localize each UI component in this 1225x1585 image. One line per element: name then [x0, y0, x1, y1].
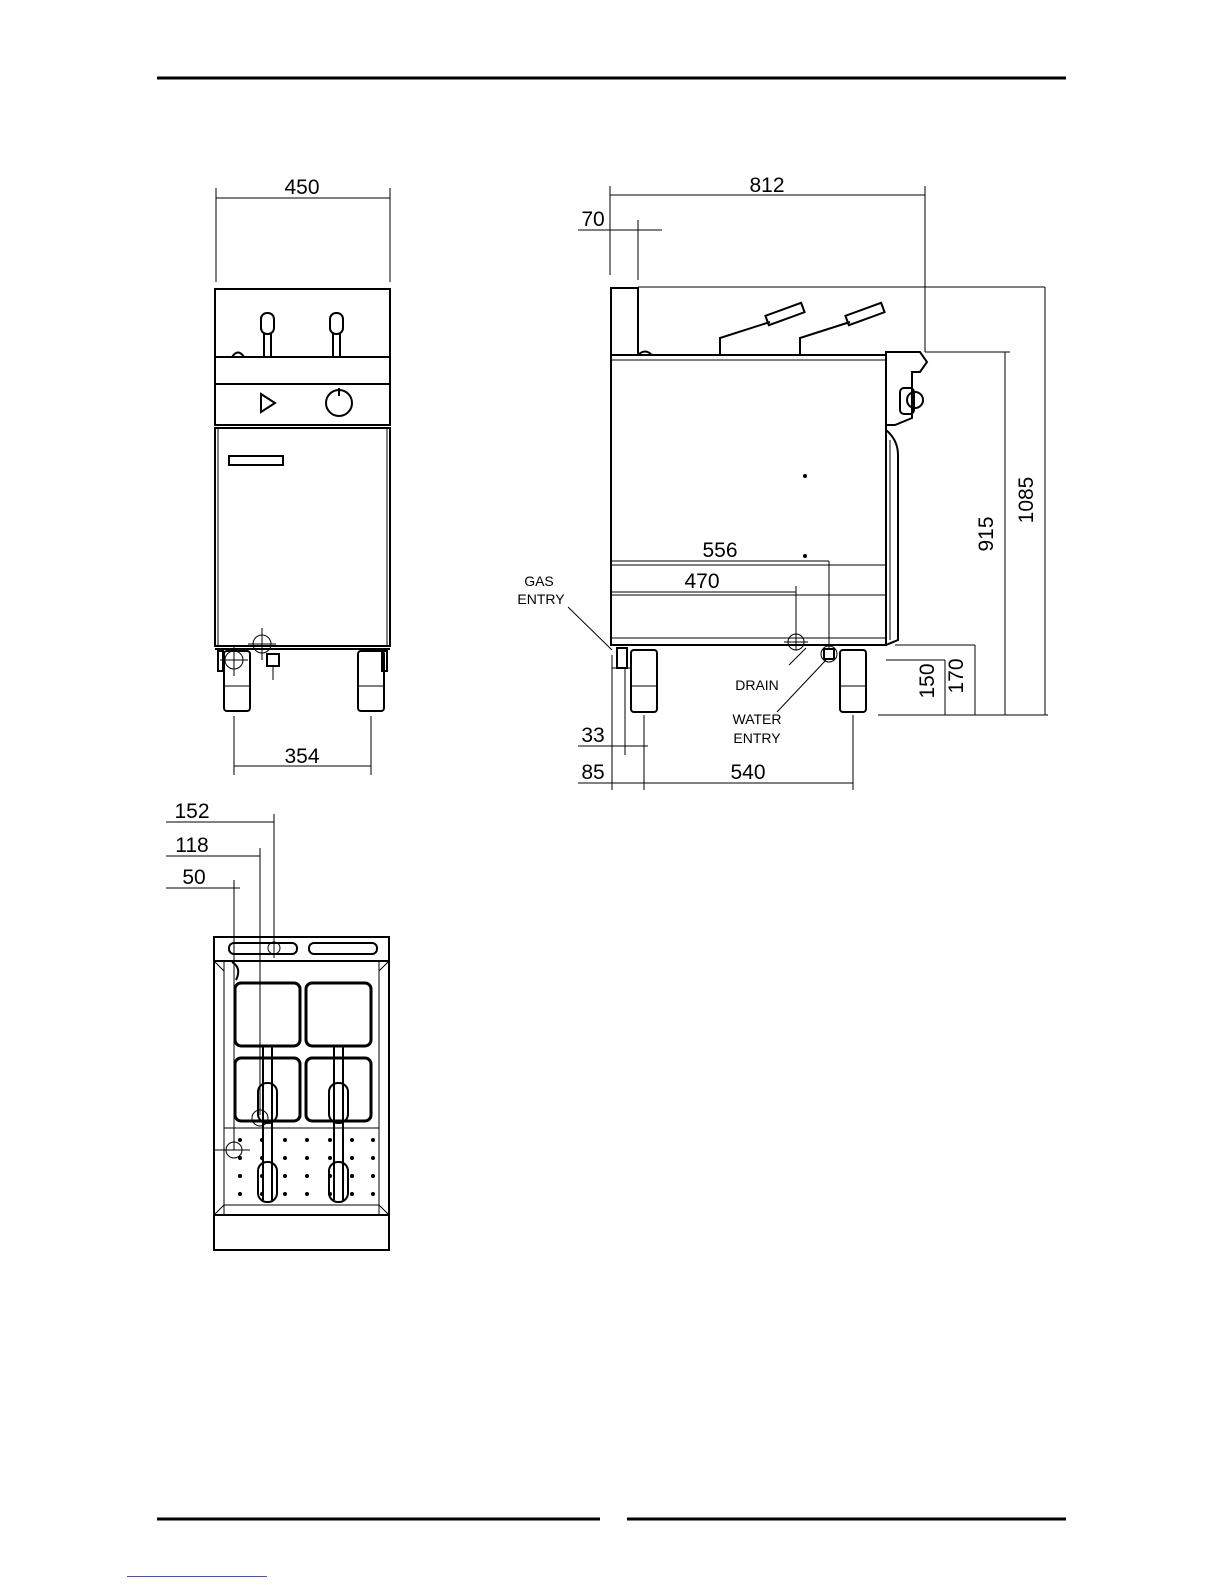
side-view: 812 70 1085: [517, 174, 1048, 790]
dim-side-height-150: 150: [916, 663, 939, 698]
dim-plan-50: 50: [182, 866, 205, 889]
label-water-entry-2: ENTRY: [733, 730, 781, 746]
dim-plan-118: 118: [175, 834, 208, 857]
dim-side-leg-span: 540: [730, 761, 765, 784]
dim-side-height-worktop: 915: [975, 516, 998, 551]
dim-side-gas-offset: 556: [702, 539, 737, 562]
dim-side-backsplash: 70: [581, 208, 604, 231]
dim-side-height-170: 170: [945, 658, 968, 693]
dim-front-leg-span: 354: [284, 745, 319, 768]
dim-side-height-total: 1085: [1015, 477, 1038, 524]
dim-plan-152: 152: [174, 800, 209, 823]
dim-side-depth: 812: [749, 174, 784, 197]
plan-view: 152 118 50: [166, 800, 389, 1250]
dim-side-leg-33: 33: [581, 724, 604, 747]
label-drain: DRAIN: [735, 677, 779, 693]
label-gas-entry-1: GAS: [524, 573, 554, 589]
footer-link-underline[interactable]: [127, 1573, 267, 1577]
label-gas-entry-2: ENTRY: [517, 591, 565, 607]
label-water-entry-1: WATER: [733, 711, 782, 727]
dim-side-leg-85: 85: [581, 761, 604, 784]
front-view: 450: [215, 176, 390, 775]
dim-front-width: 450: [284, 176, 319, 199]
dim-side-drain-offset: 470: [684, 570, 719, 593]
